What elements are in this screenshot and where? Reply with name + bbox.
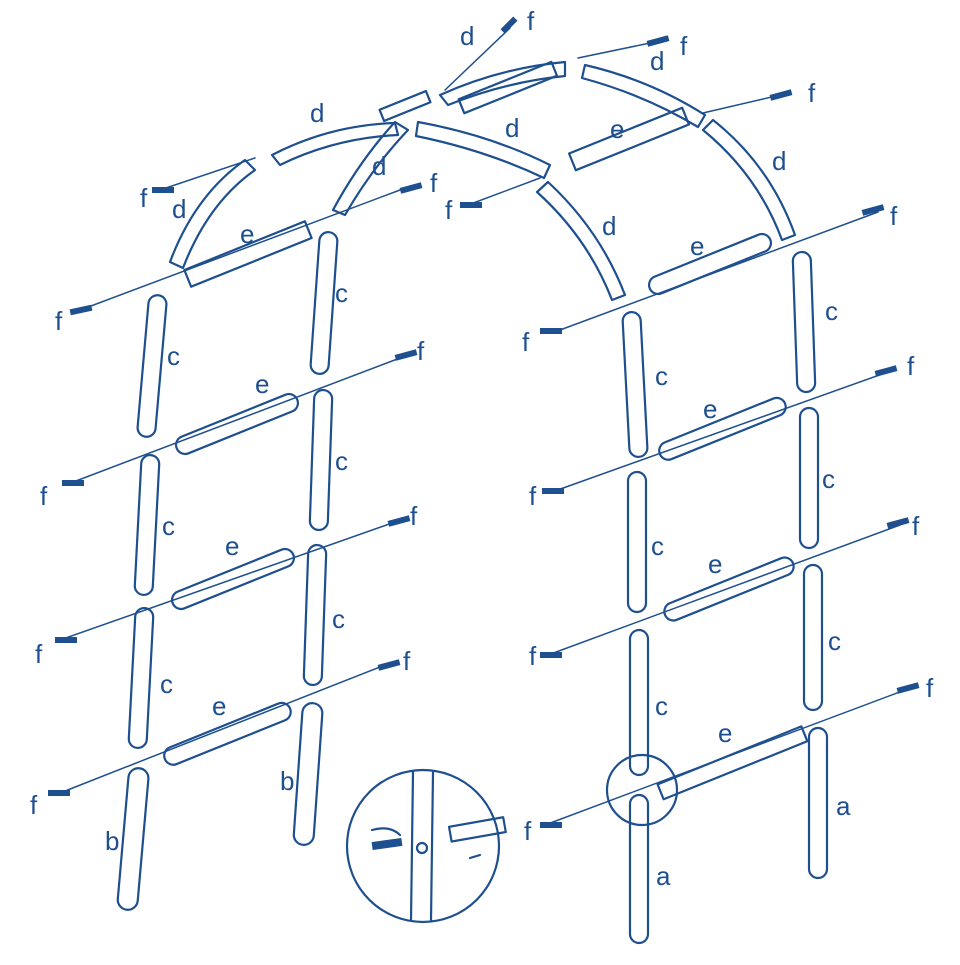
pole-c — [309, 231, 339, 375]
part-label: a — [656, 861, 671, 891]
part-label: f — [430, 168, 438, 198]
pole-c — [127, 606, 155, 750]
part-label: c — [162, 511, 175, 541]
front-frame — [414, 60, 829, 945]
pole-c — [791, 250, 817, 394]
part-label: d — [505, 113, 519, 143]
part-label: e — [212, 691, 226, 721]
bar-e — [378, 89, 432, 123]
bar-e — [170, 547, 296, 611]
arch-d — [168, 158, 257, 270]
part-label: c — [335, 278, 348, 308]
part-label: e — [610, 114, 624, 144]
part-label: f — [912, 511, 920, 541]
part-label: f — [890, 201, 898, 231]
bolts-f — [48, 16, 920, 851]
part-label: f — [926, 673, 934, 703]
part-label: f — [40, 481, 48, 511]
part-label: e — [703, 394, 717, 424]
part-label: e — [690, 231, 704, 261]
part-label: c — [651, 531, 664, 561]
pole-c — [133, 453, 161, 597]
part-label: f — [522, 327, 530, 357]
part-label: f — [808, 78, 816, 108]
part-label: f — [55, 306, 63, 336]
part-label: e — [255, 369, 269, 399]
arch-d — [270, 121, 400, 167]
part-label: f — [529, 641, 537, 671]
part-label: f — [680, 31, 688, 61]
bar-e — [663, 556, 795, 622]
part-label: d — [772, 146, 786, 176]
pole-c — [798, 406, 820, 550]
pole-c — [302, 543, 328, 687]
part-label: d — [372, 151, 386, 181]
pole-c — [626, 470, 648, 614]
pole-c — [802, 563, 824, 712]
part-label: d — [172, 194, 186, 224]
bar-e — [174, 392, 300, 456]
pole-c — [628, 628, 650, 777]
part-label: f — [417, 336, 425, 366]
part-label: f — [30, 790, 38, 820]
bar-e — [647, 232, 773, 296]
arch-d — [414, 120, 552, 180]
part-label: c — [828, 626, 841, 656]
arch-d — [580, 63, 707, 129]
pole-b-left — [116, 767, 150, 911]
part-label: e — [718, 718, 732, 748]
rear-frame — [116, 89, 432, 911]
part-label: d — [310, 98, 324, 128]
part-label: c — [167, 341, 180, 371]
part-label: f — [35, 639, 43, 669]
part-label: c — [160, 669, 173, 699]
part-label: e — [708, 549, 722, 579]
part-label: c — [335, 446, 348, 476]
part-label: f — [140, 183, 148, 213]
part-label: f — [524, 816, 532, 846]
detail-inset — [345, 768, 507, 924]
part-label: c — [825, 296, 838, 326]
pole-c — [621, 310, 649, 459]
detail-callout-circle — [605, 753, 679, 827]
bar-e — [457, 60, 559, 115]
part-label: f — [445, 195, 453, 225]
part-label: f — [527, 6, 535, 36]
arch-d — [331, 120, 410, 217]
arch-d — [438, 60, 567, 107]
bar-e — [658, 396, 787, 461]
pole-a — [628, 793, 650, 945]
part-label: c — [655, 361, 668, 391]
part-label: b — [105, 826, 119, 856]
part-label: f — [529, 481, 537, 511]
arch-d — [535, 180, 627, 302]
part-label: d — [650, 46, 664, 76]
part-label: c — [332, 604, 345, 634]
pole-c — [308, 388, 334, 532]
arch-d — [701, 118, 797, 242]
pole-c — [136, 294, 168, 438]
part-label: f — [410, 501, 418, 531]
pole-b-right — [292, 702, 324, 846]
part-label: f — [907, 351, 915, 381]
part-label: f — [403, 646, 411, 676]
part-label: e — [240, 219, 254, 249]
pole-a — [807, 726, 829, 880]
part-label: b — [280, 766, 294, 796]
part-labels: d f f d f d d e d d f d f f e d f e c f … — [30, 6, 934, 891]
part-label: d — [602, 211, 616, 241]
part-label: c — [822, 464, 835, 494]
bar-e — [183, 220, 313, 288]
bolt-guide-lines — [54, 27, 906, 826]
bar-e — [163, 701, 292, 766]
part-label: e — [225, 531, 239, 561]
bar-e — [567, 106, 691, 172]
part-label: a — [836, 791, 851, 821]
part-label: d — [460, 21, 474, 51]
part-label: c — [655, 691, 668, 721]
